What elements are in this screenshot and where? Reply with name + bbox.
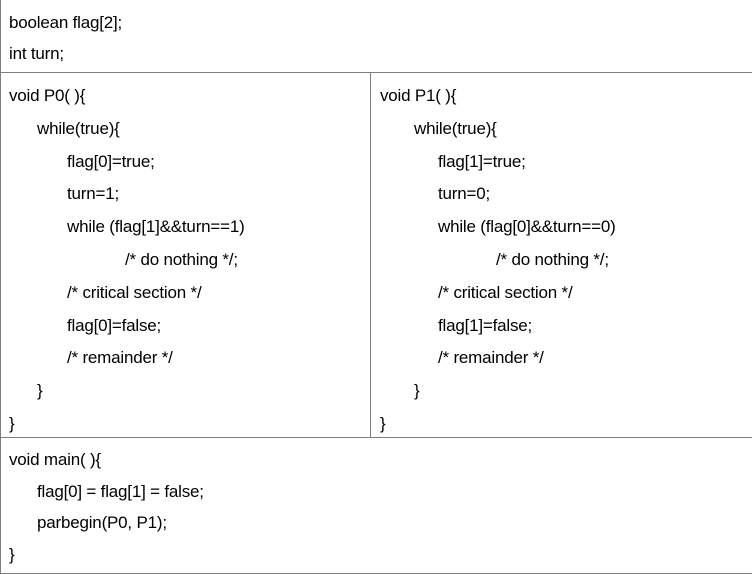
code-line: flag[0] = flag[1] = false; bbox=[37, 481, 204, 501]
code-line: } bbox=[9, 544, 15, 564]
processes-row: void P0( ){ while(true){ flag[0]=true; t… bbox=[0, 72, 752, 437]
process-p0-code: void P0( ){ while(true){ flag[0]=true; t… bbox=[1, 80, 370, 441]
code-line: turn=0; bbox=[438, 184, 490, 204]
code-line: } bbox=[380, 413, 386, 433]
main-row: void main( ){ flag[0] = flag[1] = false;… bbox=[0, 437, 752, 574]
process-p0-cell: void P0( ){ while(true){ flag[0]=true; t… bbox=[1, 73, 371, 437]
code-line: /* remainder */ bbox=[438, 348, 544, 368]
main-function-cell: void main( ){ flag[0] = flag[1] = false;… bbox=[1, 438, 752, 573]
declarations-row: boolean flag[2]; int turn; bbox=[0, 0, 752, 72]
main-function-code: void main( ){ flag[0] = flag[1] = false;… bbox=[1, 444, 752, 570]
code-line: boolean flag[2]; bbox=[9, 13, 123, 32]
code-line: /* critical section */ bbox=[438, 282, 573, 302]
code-line: flag[0]=false; bbox=[67, 315, 162, 335]
code-line: while (flag[0]&&turn==0) bbox=[438, 217, 616, 237]
code-line: flag[0]=true; bbox=[67, 151, 155, 171]
code-line: flag[1]=false; bbox=[438, 315, 533, 335]
code-line: while(true){ bbox=[37, 118, 120, 138]
code-line: while(true){ bbox=[414, 118, 497, 138]
code-line: turn=1; bbox=[67, 184, 119, 204]
code-line: } bbox=[9, 413, 15, 433]
code-line: } bbox=[414, 381, 420, 401]
code-line: } bbox=[37, 381, 43, 401]
declarations-code: boolean flag[2]; int turn; bbox=[1, 7, 752, 69]
code-line: void main( ){ bbox=[9, 450, 101, 469]
code-line: int turn; bbox=[9, 44, 64, 63]
process-p1-cell: void P1( ){ while(true){ flag[1]=true; t… bbox=[371, 73, 752, 437]
code-line: /* do nothing */; bbox=[496, 249, 609, 269]
code-line: parbegin(P0, P1); bbox=[37, 513, 167, 532]
code-line: void P1( ){ bbox=[380, 86, 457, 105]
code-line: /* do nothing */; bbox=[125, 249, 238, 269]
code-line: void P0( ){ bbox=[9, 86, 86, 105]
code-line: while (flag[1]&&turn==1) bbox=[67, 217, 245, 237]
process-p1-code: void P1( ){ while(true){ flag[1]=true; t… bbox=[371, 80, 752, 441]
code-line: /* remainder */ bbox=[67, 348, 173, 368]
code-line: flag[1]=true; bbox=[438, 151, 526, 171]
code-line: /* critical section */ bbox=[67, 282, 202, 302]
